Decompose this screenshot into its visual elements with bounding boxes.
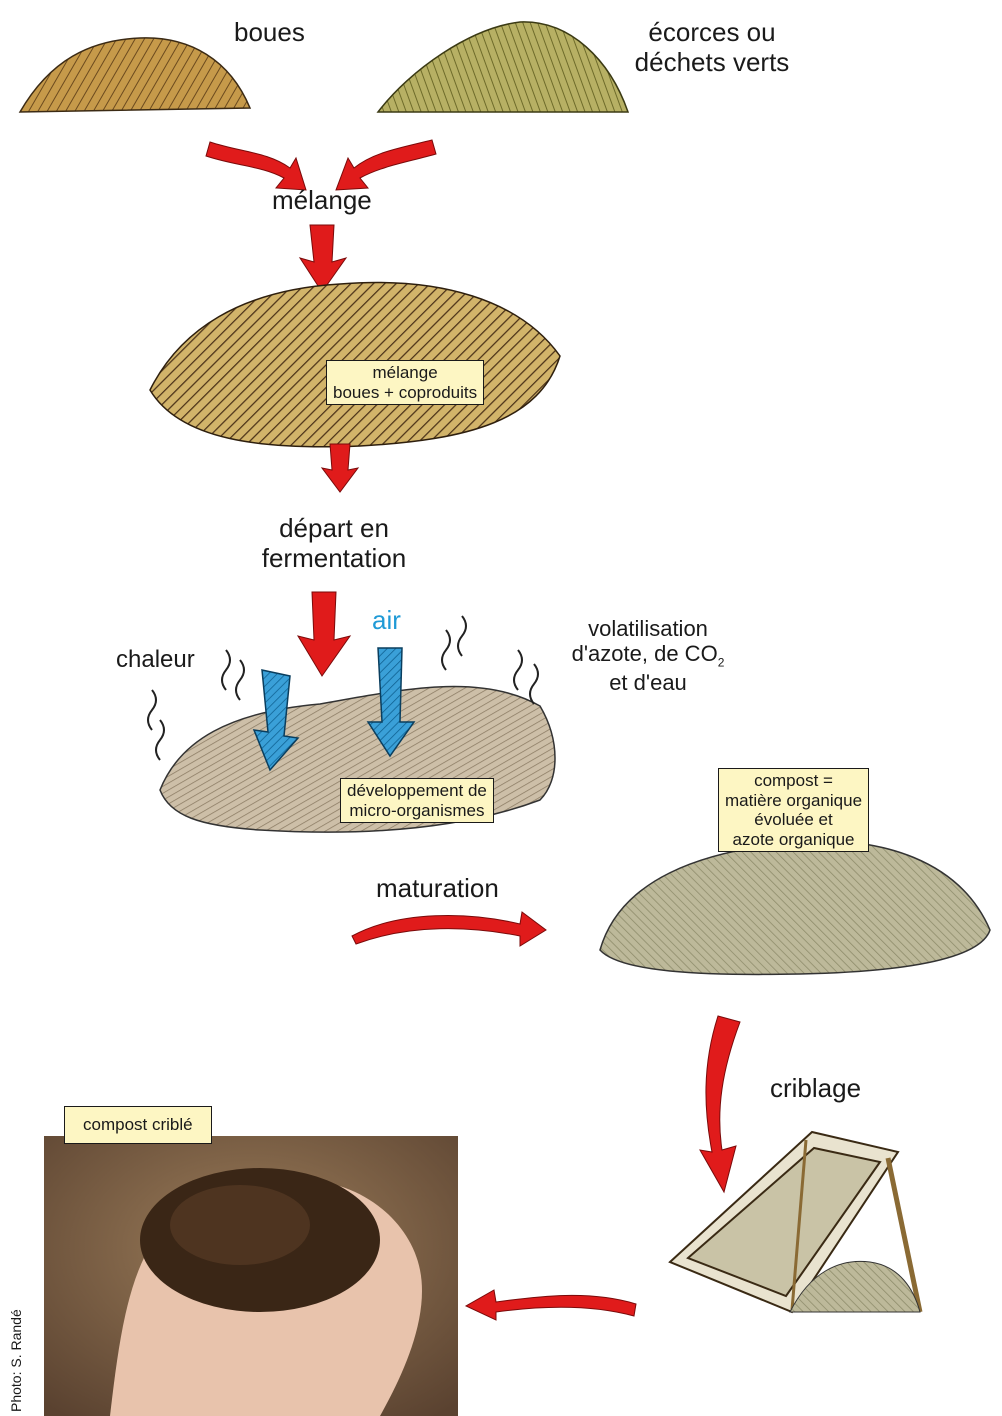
arrow-ecorces-to-melange xyxy=(335,139,437,191)
box-dev-line2: micro-organismes xyxy=(349,800,485,820)
label-depart: départ en fermentation xyxy=(234,513,434,574)
label-ecorces-line2: déchets verts xyxy=(634,46,790,77)
air-arrow-right xyxy=(366,647,416,758)
arrow-melange-down xyxy=(298,224,348,293)
label-volatilisation: volatilisation d'azote, de CO2 et d'eau xyxy=(548,616,748,696)
compost-photo xyxy=(44,1136,458,1416)
air-arrow-left xyxy=(252,669,300,772)
box-developpement: développement de micro-organismes xyxy=(340,778,494,824)
label-air: air xyxy=(372,605,401,635)
boues-heap xyxy=(18,37,252,113)
label-depart-line1: départ en xyxy=(279,513,389,543)
label-volat-line3: et d'eau xyxy=(609,670,687,696)
arrow-fermentation-down xyxy=(296,591,352,677)
photo-credit: Photo: S. Randé xyxy=(8,1309,24,1412)
label-depart-line2: fermentation xyxy=(261,542,407,573)
box-compost-line2: matière organique xyxy=(725,790,863,810)
label-volat-sub: 2 xyxy=(717,655,725,670)
box-compost-line4: azote organique xyxy=(732,829,855,849)
label-volat-line1: volatilisation xyxy=(588,616,708,641)
box-compost-line3: évoluée et xyxy=(754,810,833,830)
label-chaleur: chaleur xyxy=(116,646,195,673)
compost-heap xyxy=(599,840,991,976)
label-maturation: maturation xyxy=(376,873,499,903)
label-ecorces-line1: écorces ou xyxy=(648,17,776,47)
box-dev-line1: développement de xyxy=(347,781,487,800)
box-melange: mélange boues + coproduits xyxy=(326,360,485,406)
label-melange: mélange xyxy=(272,185,372,215)
arrow-criblage xyxy=(699,1015,741,1194)
box-melange-line2: boues + coproduits xyxy=(333,382,478,402)
label-boues: boues xyxy=(234,17,305,47)
box-melange-line1: mélange xyxy=(372,363,438,382)
label-ecorces: écorces ou déchets verts xyxy=(612,17,812,78)
label-volat-line2-text: d'azote, de CO xyxy=(571,641,718,667)
arrow-to-fermentation xyxy=(320,443,360,493)
arrow-boues-to-melange xyxy=(205,141,307,191)
sieve xyxy=(668,1130,923,1314)
arrow-maturation xyxy=(351,911,547,947)
label-criblage: criblage xyxy=(770,1073,862,1103)
box-compost-line1: compost = xyxy=(754,771,833,790)
ecorces-heap xyxy=(376,21,630,113)
arrow-to-photo xyxy=(464,1289,637,1321)
box-compost: compost = matière organique évoluée et a… xyxy=(718,768,870,853)
label-volat-line2: d'azote, de CO2 xyxy=(548,641,748,670)
box-compost-crible: compost criblé xyxy=(64,1106,212,1144)
heat-squiggles xyxy=(147,615,539,761)
sieved-pile xyxy=(789,1260,921,1313)
